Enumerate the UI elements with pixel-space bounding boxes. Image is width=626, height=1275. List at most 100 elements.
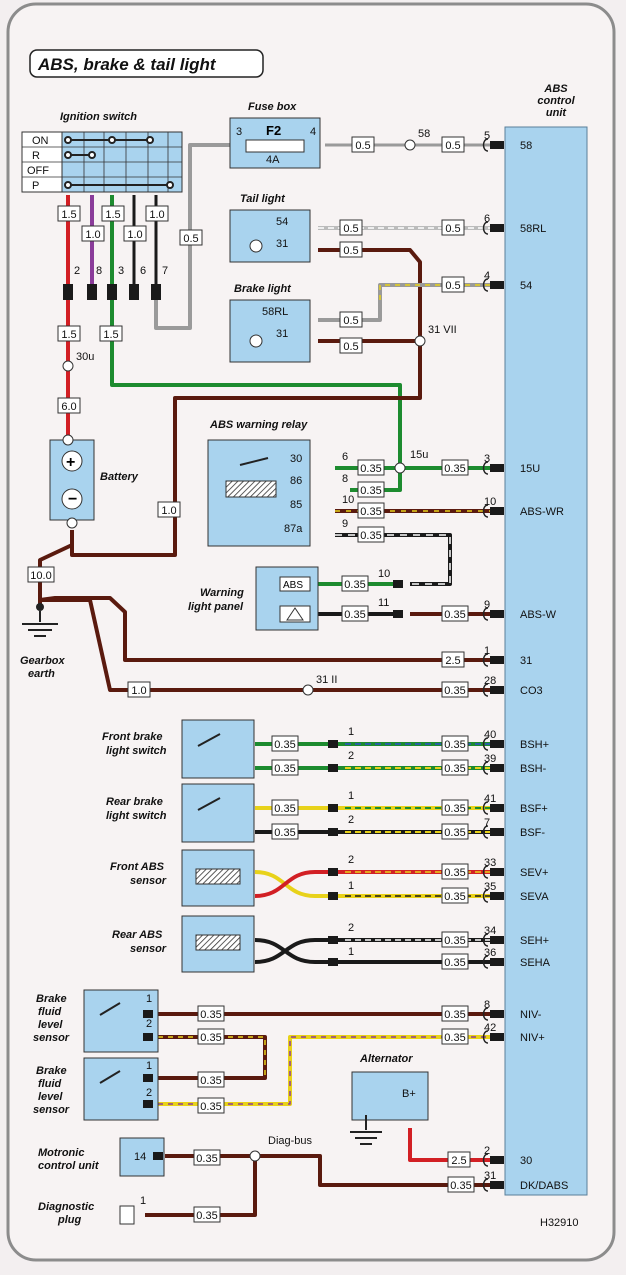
wire-size-relay-d: 0.35 bbox=[357, 526, 385, 543]
brake-pin-58rl: 58RL bbox=[262, 306, 288, 318]
minus-icon: − bbox=[68, 491, 77, 508]
wire-size-bf2-a: 0.35 bbox=[197, 1071, 225, 1088]
wire-size-bf1-a: 0.35 bbox=[197, 1005, 225, 1022]
splice-31-ii: 31 II bbox=[316, 674, 337, 686]
brake-light: Brake light 58RL 31 bbox=[229, 283, 311, 363]
connector-plug bbox=[328, 740, 338, 748]
wire-size-warn-c: 0.35 bbox=[441, 605, 469, 622]
plus-icon: + bbox=[66, 454, 75, 471]
ign-pin-2: 2 bbox=[74, 265, 80, 277]
svg-text:0.35: 0.35 bbox=[196, 1153, 217, 1165]
connector-signal: BSF- bbox=[520, 827, 545, 839]
splice-58: 58 bbox=[418, 128, 430, 140]
wire-size-alt-a: 2.5 bbox=[447, 1151, 471, 1168]
connector-plug bbox=[393, 580, 403, 588]
connector-signal: SEH+ bbox=[520, 935, 549, 947]
inline-pin-r10: 10 bbox=[342, 494, 354, 506]
wire-size-earth-relay: 1.0 bbox=[157, 501, 181, 518]
ign-pin-8: 8 bbox=[96, 265, 102, 277]
connector-pin: 41 bbox=[484, 793, 496, 805]
position-on: ON bbox=[32, 135, 49, 147]
wire-size-rbs-d: 0.35 bbox=[441, 823, 469, 840]
svg-text:0.35: 0.35 bbox=[274, 763, 295, 775]
wire-size-earth-main: 10.0 bbox=[27, 566, 55, 583]
connector-signal: SEVA bbox=[520, 891, 549, 903]
splice-31-vii: 31 VII bbox=[428, 324, 457, 336]
connector-plug bbox=[143, 1074, 153, 1082]
bulb-icon bbox=[249, 239, 263, 253]
connector-54: 454 bbox=[482, 270, 532, 292]
wire-size-fuse-a: 0.5 bbox=[351, 136, 375, 153]
connector-plug bbox=[328, 828, 338, 836]
svg-text:0.35: 0.35 bbox=[274, 803, 295, 815]
splices bbox=[62, 139, 426, 1162]
connector-signal: CO3 bbox=[520, 685, 543, 697]
wire-size-niv-a: 0.35 bbox=[441, 1005, 469, 1022]
tail-light-label: Tail light bbox=[240, 193, 286, 205]
splice-15u: 15u bbox=[410, 449, 428, 461]
wire-size-fabs-a: 0.35 bbox=[441, 863, 469, 880]
wire-size-ign-e: 1.0 bbox=[145, 205, 169, 222]
connector-pin: 6 bbox=[484, 213, 490, 225]
connector-signal: ABS-W bbox=[520, 609, 557, 621]
wire-size-mot: 0.35 bbox=[193, 1149, 221, 1166]
abs-lamp-text: ABS bbox=[283, 580, 303, 591]
warning-triangle-icon bbox=[286, 607, 304, 621]
connector-signal: 15U bbox=[520, 463, 540, 475]
connector-pin: 2 bbox=[484, 1145, 490, 1157]
svg-text:0.35: 0.35 bbox=[444, 609, 465, 621]
svg-text:0.35: 0.35 bbox=[444, 463, 465, 475]
wire-size-ign-g: 1.5 bbox=[57, 325, 81, 342]
svg-text:0.35: 0.35 bbox=[444, 891, 465, 903]
connector-pin: 40 bbox=[484, 729, 496, 741]
wire-size-warn-b: 0.35 bbox=[341, 605, 369, 622]
wire-size-bat-main: 6.0 bbox=[57, 397, 81, 414]
position-p: P bbox=[32, 180, 39, 192]
svg-text:0.35: 0.35 bbox=[344, 579, 365, 591]
svg-text:0.35: 0.35 bbox=[360, 463, 381, 475]
svg-text:0.5: 0.5 bbox=[183, 233, 198, 245]
svg-text:1.0: 1.0 bbox=[127, 229, 142, 241]
wire-size-ign-b: 1.0 bbox=[81, 225, 105, 242]
connector-pin: 36 bbox=[484, 947, 496, 959]
inline-pin-r9: 9 bbox=[342, 518, 348, 530]
connector-plug bbox=[153, 1152, 163, 1160]
relay-pin-86: 86 bbox=[290, 475, 302, 487]
wire-size-fbs-d: 0.35 bbox=[441, 759, 469, 776]
connector-plug bbox=[328, 892, 338, 900]
abs-unit-connectors: 558658RL454315U10ABS-WR9ABS-W13128CO340B… bbox=[482, 130, 568, 1192]
connector-signal: DK/DABS bbox=[520, 1180, 568, 1192]
wire-size-ign-d: 1.0 bbox=[123, 225, 147, 242]
connector-signal: NIV+ bbox=[520, 1032, 545, 1044]
connector-signal: SEV+ bbox=[520, 867, 548, 879]
fuse-box-label: Fuse box bbox=[248, 101, 297, 113]
connector-plug bbox=[328, 764, 338, 772]
wire-size-fabs-b: 0.35 bbox=[441, 887, 469, 904]
inline-pin-f2: 2 bbox=[348, 750, 354, 762]
svg-text:2.5: 2.5 bbox=[445, 655, 460, 667]
svg-text:0.5: 0.5 bbox=[445, 223, 460, 235]
connector-plug bbox=[328, 868, 338, 876]
svg-text:0.35: 0.35 bbox=[344, 609, 365, 621]
inline-pin-b2b: 2 bbox=[146, 1087, 152, 1099]
inline-pin-b2a: 1 bbox=[146, 1060, 152, 1072]
reference-code: H32910 bbox=[540, 1217, 579, 1229]
connector-pin: 7 bbox=[484, 817, 490, 829]
svg-text:0.35: 0.35 bbox=[200, 1009, 221, 1021]
connector-signal: 58RL bbox=[520, 223, 546, 235]
wire-size-rabs-b: 0.35 bbox=[441, 953, 469, 970]
fuse-pin-3: 3 bbox=[236, 126, 242, 138]
connector-signal: SEHA bbox=[520, 957, 551, 969]
connector-pin: 39 bbox=[484, 753, 496, 765]
